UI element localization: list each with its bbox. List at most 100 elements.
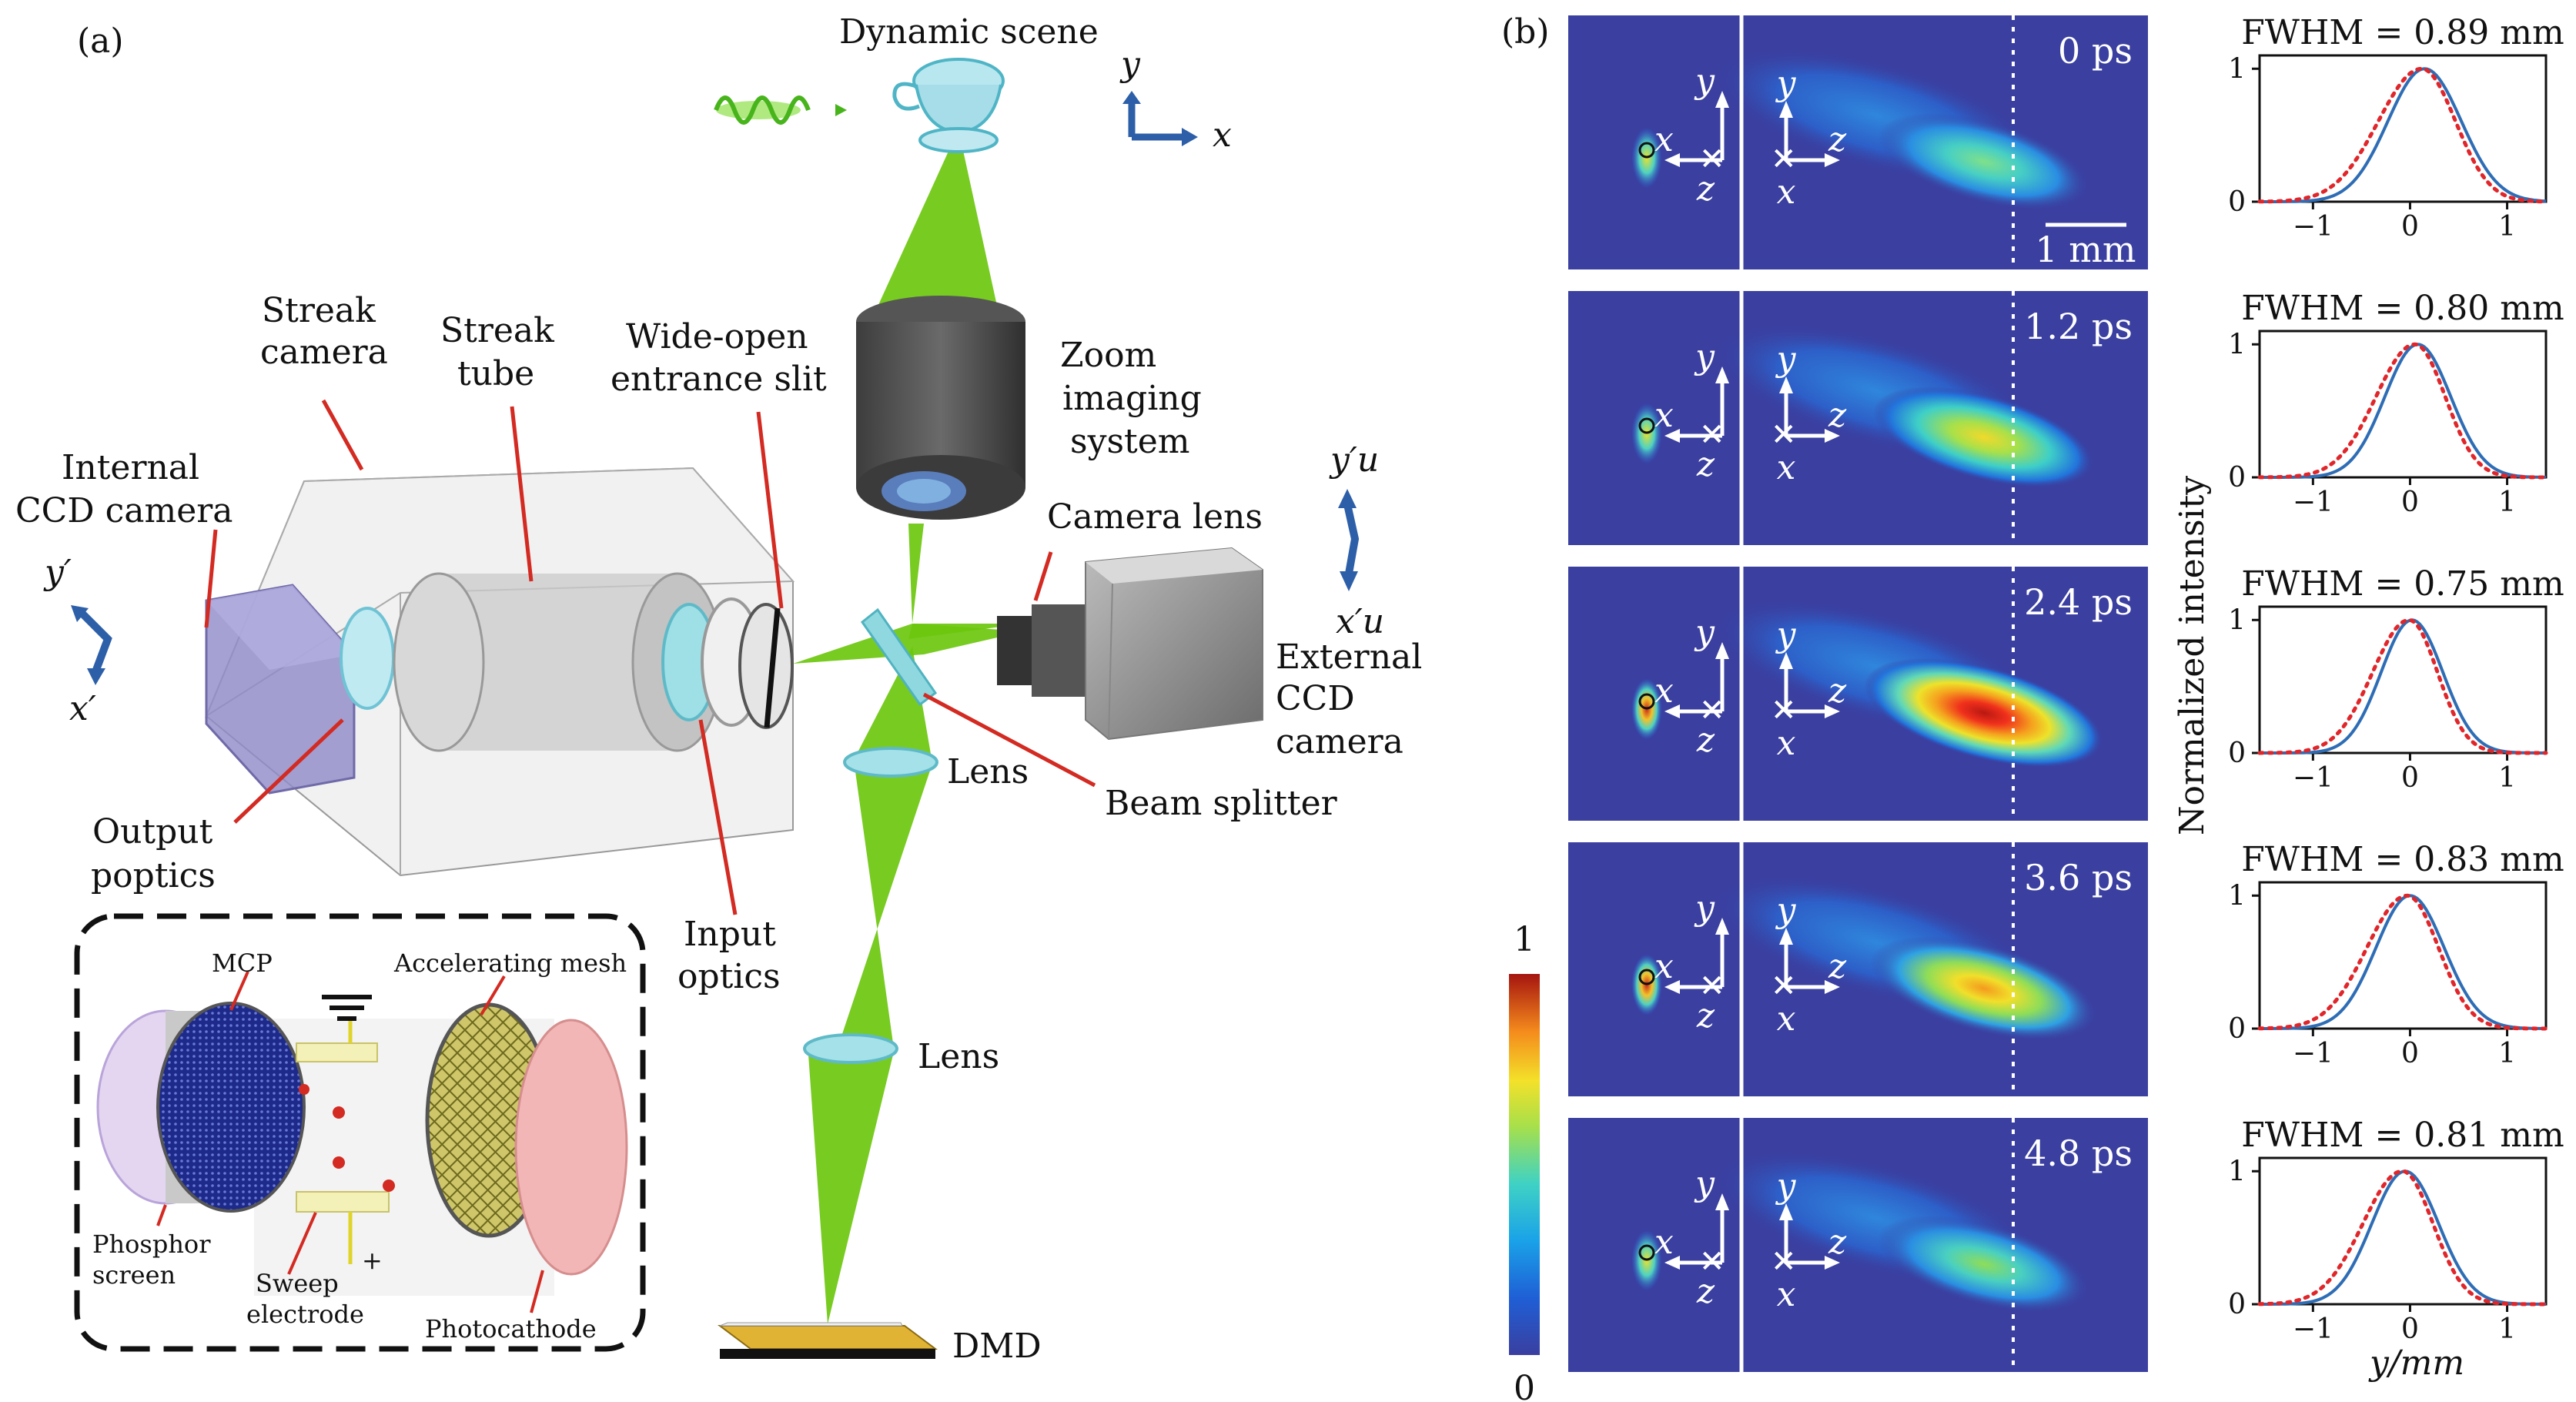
frame-axis-y: y <box>1694 888 1715 928</box>
frame-axis2-z: z <box>1828 396 1847 435</box>
axis-arrowhead-x <box>1664 980 1680 994</box>
label-internal-ccd-1: Internal <box>62 448 199 487</box>
frame-axis-z: z <box>1696 169 1715 209</box>
profile-xtick-label: −1 <box>2293 211 2333 243</box>
frame-axis-x: x <box>1654 120 1674 159</box>
axis-arrowhead-x <box>1664 153 1680 167</box>
label-zoom-1: Zoom <box>1060 336 1156 375</box>
profile-fit-line <box>2260 1169 2546 1306</box>
profile-xtick-label: 0 <box>2401 762 2419 794</box>
pulse-spot <box>1878 1215 2090 1313</box>
reference-marker <box>1638 693 1655 710</box>
profile-measured-line <box>2257 66 2548 204</box>
reference-marker <box>1638 142 1655 159</box>
profile-xtick-label: 0 <box>2401 211 2419 243</box>
axis-arrowhead-y <box>1715 91 1729 108</box>
profile-xtick-label: −1 <box>2293 1038 2333 1069</box>
frame-axis2-x: x <box>1777 448 1796 487</box>
label-phosphor-2: screen <box>92 1260 176 1290</box>
axis-cross-mark: ✕ <box>1699 969 1725 1004</box>
label-sweep-2: electrode <box>246 1300 364 1329</box>
profile-xtick-label: 1 <box>2498 1313 2516 1345</box>
profiles-container: FWHM = 0.89 mm −1 0 1 0 1 FWHM = 0.80 mm −1 0 1 0 1… <box>2228 13 2564 1345</box>
profile-ytick-label: 0 <box>2228 1013 2246 1045</box>
label-camera-lens: Camera lens <box>1047 497 1263 537</box>
profile-frame <box>2258 881 2548 1030</box>
label-phosphor-1: Phosphor <box>92 1230 211 1259</box>
frame-axis-z: z <box>1696 996 1715 1036</box>
streak-tube-inset: + MCP Accelerating mesh Phosphor screen … <box>74 913 646 1352</box>
label-beam-splitter: Beam splitter <box>1105 784 1338 823</box>
frame-axis-x: x <box>1654 947 1674 986</box>
profile-ylabel: Normalized intensity <box>2173 476 2212 835</box>
profile-xtick-label: 0 <box>2401 487 2419 518</box>
profile-xtick-label: −1 <box>2293 762 2333 794</box>
frame-axis-z: z <box>1696 1272 1715 1311</box>
profile-frame <box>2258 605 2548 755</box>
axis-cross-mark: ✕ <box>1699 417 1725 453</box>
inset-plus: + <box>362 1246 383 1275</box>
profile-xtick-label: 1 <box>2498 487 2516 518</box>
frame-axis-y: y <box>1694 62 1715 101</box>
axis-cross-mark: ✕ <box>1699 693 1725 728</box>
profile-fit-line <box>2260 618 2546 755</box>
profile-fwhm: FWHM = 0.83 mm <box>2241 840 2564 879</box>
axis2-cross-mark: ✕ <box>1771 142 1797 177</box>
profile-measured-line <box>2257 342 2548 480</box>
profile-xtick-label: 1 <box>2498 762 2516 794</box>
label-zoom-3: system <box>1070 422 1189 461</box>
reference-marker <box>1638 1244 1655 1261</box>
label-external-ccd-2: CCD <box>1276 679 1355 718</box>
lens-lower-icon <box>803 1033 898 1064</box>
axis2-arrowhead-z <box>1825 1256 1840 1270</box>
axis-arrowhead-x <box>1664 429 1680 443</box>
frame-axis2-y: y <box>1775 615 1797 654</box>
frame-axis2-x: x <box>1777 999 1796 1039</box>
profile-xtick-label: 1 <box>2498 1038 2516 1069</box>
frame-axis2-z: z <box>1828 671 1847 711</box>
label-dynamic-scene: Dynamic scene <box>839 12 1099 52</box>
profile-fit-line <box>2260 67 2547 203</box>
label-external-ccd-3: camera <box>1276 722 1403 761</box>
profile-xlabel: y/mm <box>2368 1343 2464 1383</box>
axis-y-prime: y′ <box>43 553 72 592</box>
profile-fwhm: FWHM = 0.80 mm <box>2241 289 2564 328</box>
frame-axis2-z: z <box>1828 1223 1847 1262</box>
axis-arrowhead-y <box>1715 1193 1729 1210</box>
frame-axis-y: y <box>1694 337 1715 376</box>
beam-zoom-to-splitter <box>908 524 924 624</box>
axis2-cross-mark: ✕ <box>1771 417 1797 453</box>
frame-axis2-z: z <box>1828 120 1847 159</box>
scene-axes: y x <box>1119 45 1232 155</box>
label-sweep-1: Sweep <box>256 1269 339 1298</box>
frame-time: 0 ps <box>2058 30 2133 72</box>
frame-axis2-y: y <box>1775 340 1797 379</box>
colorbar-max: 1 <box>1514 920 1535 959</box>
profile-measured-line <box>2257 893 2548 1031</box>
axis2-cross-mark: ✕ <box>1771 969 1797 1004</box>
profile-fit-line <box>2260 894 2546 1030</box>
profile-xtick-label: −1 <box>2293 487 2333 518</box>
label-streak-camera-1: Streak <box>262 291 376 330</box>
reference-marker <box>1638 969 1655 985</box>
profile-ytick-label: 0 <box>2228 462 2246 494</box>
profile-fwhm: FWHM = 0.89 mm <box>2241 13 2564 52</box>
axis2-arrowhead-y <box>1779 101 1793 118</box>
label-lens-2: Lens <box>918 1037 999 1076</box>
axis2-arrowhead-y <box>1779 928 1793 945</box>
frame-time: 4.8 ps <box>2024 1133 2133 1174</box>
profile-measured-line <box>2257 1169 2548 1307</box>
axis-x-prime: x′ <box>69 689 96 728</box>
axis2-arrowhead-y <box>1779 652 1793 669</box>
deflector-top <box>296 1042 378 1062</box>
laser-pulse-icon <box>714 95 847 125</box>
label-zoom-2: imaging <box>1062 379 1202 418</box>
frame-time: 2.4 ps <box>2024 581 2133 623</box>
output-optics-icon <box>340 607 395 710</box>
